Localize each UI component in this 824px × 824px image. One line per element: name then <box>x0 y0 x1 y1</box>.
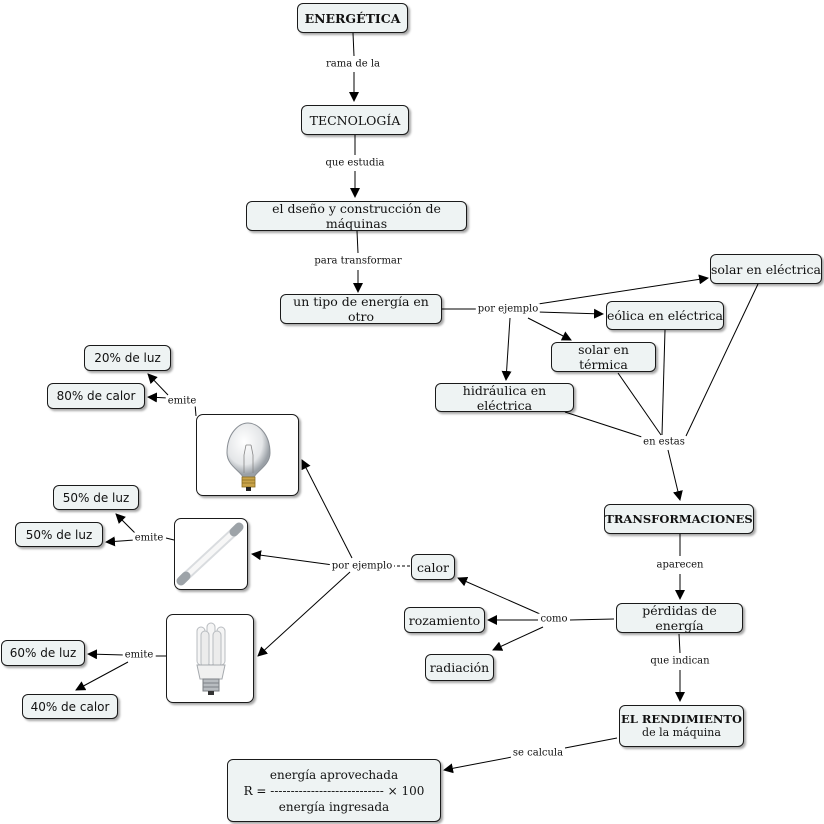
link-como: como <box>538 613 570 625</box>
connector-arrow <box>251 550 334 566</box>
connector-arrow <box>443 756 513 774</box>
connector <box>564 411 646 439</box>
node-calor[interactable]: calor <box>411 554 455 580</box>
node-tipo-energia[interactable]: un tipo de energía en otro <box>280 294 442 324</box>
connector <box>678 633 681 654</box>
formula-denominator: energía ingresada <box>278 799 390 814</box>
fluorescent-tube-node[interactable] <box>174 518 248 590</box>
connector <box>564 737 618 749</box>
incandescent-bulb-node[interactable] <box>196 414 299 496</box>
node-eolica-electrica[interactable]: eólica en eléctrica <box>606 301 724 330</box>
link-por-ejemplo-left: por ejemplo <box>329 560 395 572</box>
connector-arrow <box>537 308 604 319</box>
connector <box>352 32 355 57</box>
link-que-indican: que indican <box>648 655 712 667</box>
connector <box>661 329 666 436</box>
node-rozamiento[interactable]: rozamiento <box>404 607 485 633</box>
connector-arrow <box>87 649 125 660</box>
connector <box>356 230 359 254</box>
link-en-estas: en estas <box>641 436 687 448</box>
node-diseno-maquinas[interactable]: el dseño y construcción de máquinas <box>246 201 467 231</box>
fluorescent-tube-icon <box>176 522 244 586</box>
node-solar-electrica[interactable]: solar en eléctrica <box>710 254 822 284</box>
connector-arrow <box>257 571 351 657</box>
node-60-luz[interactable]: 60% de luz <box>1 640 85 666</box>
rendimiento-title: EL RENDIMIENTO <box>620 712 742 726</box>
connector <box>569 618 615 621</box>
connector-arrow <box>501 317 512 381</box>
node-tecnologia[interactable]: TECNOLOGÍA <box>301 105 409 135</box>
node-solar-termica[interactable]: solar en térmica <box>551 342 656 372</box>
link-aparecen: aparecen <box>654 559 706 571</box>
formula-numerator: energía aprovechada <box>269 767 399 782</box>
connector-arrow <box>527 317 572 341</box>
node-energetica[interactable]: ENERGÉTICA <box>297 3 408 33</box>
connector <box>165 537 175 541</box>
connector-arrow <box>147 373 169 396</box>
node-20-luz[interactable]: 20% de luz <box>84 345 171 371</box>
node-hidraulica-electrica[interactable]: hidráulica en eléctrica <box>435 383 574 413</box>
node-50-luz-b[interactable]: 50% de luz <box>15 522 103 547</box>
link-emite-bulb: emite <box>165 395 199 407</box>
node-formula[interactable]: energía aprovechada R = ----------------… <box>227 759 441 822</box>
node-transformaciones[interactable]: TRANSFORMACIONES <box>604 504 754 534</box>
cfl-bulb-node[interactable] <box>166 614 254 703</box>
formula-line: R = ---------------------------- × 100 <box>243 783 425 798</box>
connector-arrow <box>492 626 544 651</box>
connector-arrow <box>301 459 353 559</box>
link-que-estudia: que estudia <box>323 157 387 169</box>
node-50-luz-a[interactable]: 50% de luz <box>53 485 139 510</box>
rendimiento-subtitle: de la máquina <box>642 726 721 739</box>
node-rendimiento[interactable]: EL RENDIMIENTO de la máquina <box>619 705 744 747</box>
node-80-calor[interactable]: 80% de calor <box>47 383 145 409</box>
connector-arrow <box>147 392 169 403</box>
connector-arrow <box>457 577 541 615</box>
connector-arrow <box>105 536 136 547</box>
link-para-transformar: para transformar <box>312 255 404 267</box>
incandescent-bulb-icon <box>226 422 271 491</box>
connector-arrow <box>115 513 136 534</box>
node-40-calor[interactable]: 40% de calor <box>22 694 118 719</box>
connector <box>617 372 662 436</box>
node-radiacion[interactable]: radiación <box>425 654 494 681</box>
link-por-ejemplo-right: por ejemplo <box>475 303 541 315</box>
connector-arrow <box>667 449 683 501</box>
link-se-calcula: se calcula <box>510 747 566 759</box>
link-emite-cfl: emite <box>122 649 156 661</box>
connector <box>685 283 759 437</box>
node-perdidas-energia[interactable]: pérdidas de energía <box>616 603 743 633</box>
link-rama-de-la: rama de la <box>323 58 383 70</box>
connector-arrow <box>537 274 709 305</box>
cfl-bulb-icon <box>196 622 226 695</box>
connector-arrow <box>75 661 129 691</box>
link-emite-tube: emite <box>132 532 166 544</box>
